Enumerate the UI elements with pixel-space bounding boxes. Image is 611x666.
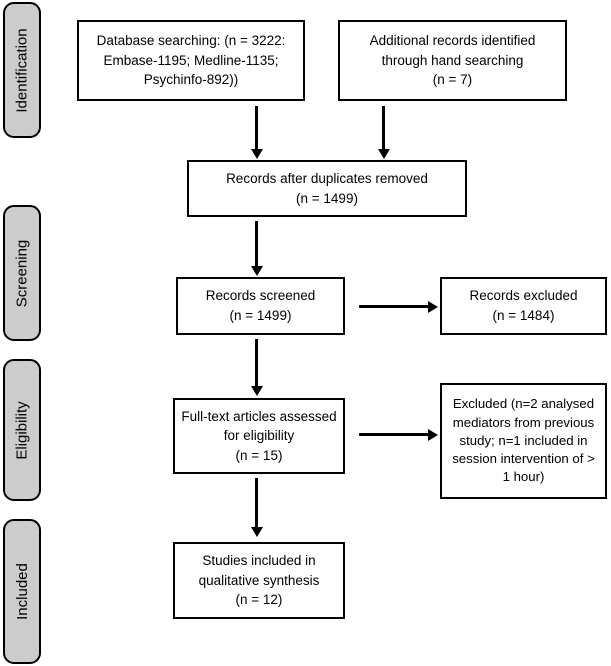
connector-fulltext-to-included <box>255 478 258 528</box>
box-records-excluded: Records excluded (n = 1484) <box>440 277 607 335</box>
box-records-after-duplicates-removed-text: Records after duplicates removed (n = 14… <box>226 170 428 206</box>
stage-pill-included: Included <box>3 519 41 664</box>
connector-screened-to-records-excluded <box>359 305 429 308</box>
stage-pill-eligibility: Eligibility <box>3 359 41 501</box>
stage-pill-identification: Identification <box>3 2 41 138</box>
connector-screened-to-fulltext <box>255 339 258 387</box>
box-studies-included-text: Studies included in qualitative synthesi… <box>198 553 320 608</box>
connector-hand-search-to-duplicates <box>382 106 385 150</box>
box-database-searching: Database searching: (n = 3222: Embase-11… <box>77 20 305 101</box>
box-studies-included: Studies included in qualitative synthesi… <box>173 542 345 619</box>
stage-label-eligibility: Eligibility <box>13 400 31 460</box>
box-database-searching-text: Database searching: (n = 3222: Embase-11… <box>96 33 286 88</box>
stage-label-included: Included <box>13 563 31 620</box>
stage-label-identification: Identification <box>13 27 31 113</box>
connector-fulltext-to-excluded <box>359 433 429 436</box>
stage-label-screening: Screening <box>13 239 31 307</box>
box-records-screened: Records screened (n = 1499) <box>176 277 345 335</box>
box-fulltext-excluded: Excluded (n=2 analysed mediators from pr… <box>440 383 607 499</box>
box-fulltext-excluded-text: Excluded (n=2 analysed mediators from pr… <box>452 396 595 485</box>
connector-database-to-duplicates <box>255 106 258 150</box>
connector-duplicates-to-screened <box>255 221 258 267</box>
box-records-excluded-text: Records excluded (n = 1484) <box>469 288 578 323</box>
box-records-screened-text: Records screened (n = 1499) <box>205 288 316 323</box>
box-fulltext-articles-assessed: Full-text articles assessed for eligibil… <box>173 398 345 474</box>
box-records-after-duplicates-removed: Records after duplicates removed (n = 14… <box>187 160 467 217</box>
box-additional-records: Additional records identified through ha… <box>338 20 567 101</box>
stage-pill-screening: Screening <box>3 205 41 341</box>
box-fulltext-articles-assessed-text: Full-text articles assessed for eligibil… <box>181 408 337 463</box>
box-additional-records-text: Additional records identified through ha… <box>369 33 536 88</box>
